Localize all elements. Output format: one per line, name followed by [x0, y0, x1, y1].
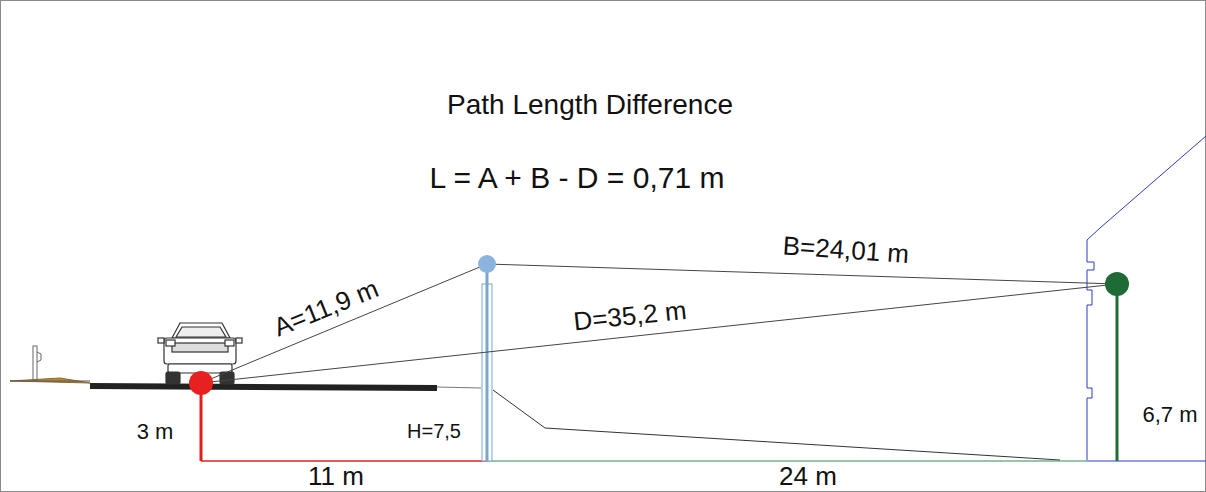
- dimension-label: 3 m: [137, 420, 174, 444]
- formula: L = A + B - D = 0,71 m: [430, 161, 725, 194]
- dimension-label: 6,7 m: [1139, 403, 1200, 427]
- diagram-title: Path Length Difference: [447, 90, 733, 121]
- road-post: [33, 346, 41, 380]
- dimension-label: H=7,5: [407, 420, 461, 442]
- dimension-label: D=35,2 m: [569, 296, 691, 337]
- road-shoulder: [437, 387, 481, 388]
- source-dot: [189, 371, 213, 395]
- path-a: [201, 264, 487, 383]
- dimension-label: 24 m: [779, 461, 837, 490]
- road-surface: [90, 383, 437, 391]
- dimension-label: A=11,9 m: [267, 273, 385, 343]
- receiver-height-line: [1116, 284, 1119, 461]
- dimension-label: 11 m: [308, 461, 364, 490]
- house-outline: [1087, 136, 1206, 461]
- ground-embankment: [10, 378, 90, 383]
- barrier-height-line: [486, 264, 489, 461]
- ground-line: [10, 381, 90, 382]
- receiver-dot: [1105, 272, 1129, 296]
- barrier-top-dot: [478, 255, 496, 273]
- dimension-label: B=24,01 m: [779, 231, 913, 269]
- path-b: [487, 264, 1117, 284]
- terrain-line: [493, 390, 1060, 460]
